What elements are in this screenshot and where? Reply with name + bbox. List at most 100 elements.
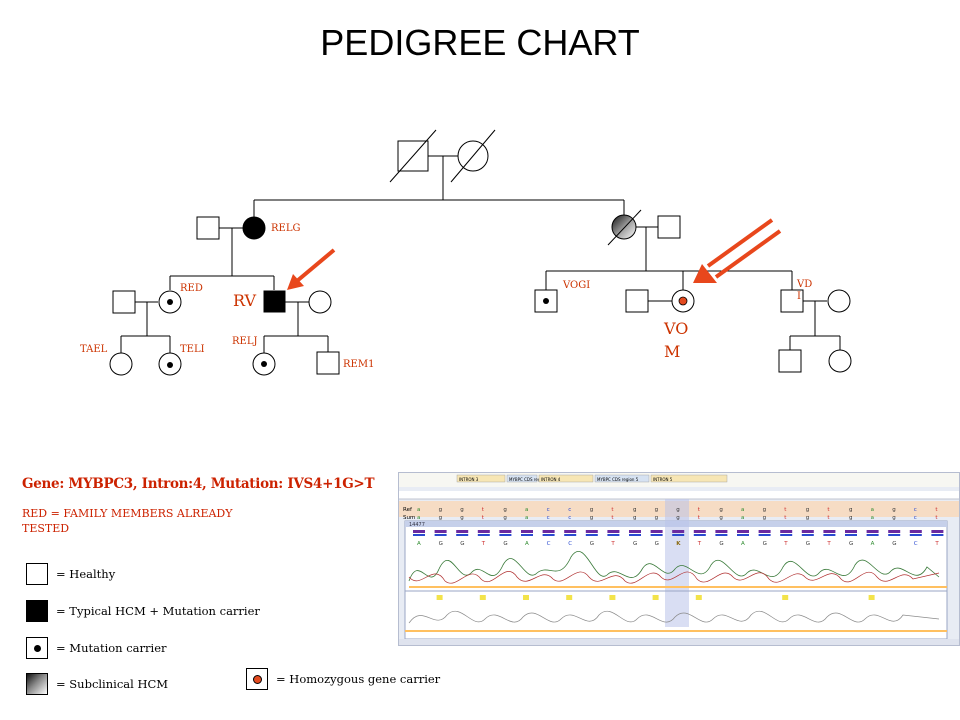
variant-marker — [479, 595, 486, 600]
track-label: 14477 — [409, 522, 425, 528]
quality-bar — [564, 530, 577, 533]
ref-base: g — [763, 507, 767, 513]
quality-bar — [413, 530, 425, 533]
quality-bar — [780, 534, 793, 536]
sum-base: a — [417, 515, 420, 521]
ref-base: a — [741, 507, 744, 513]
tael-circle — [109, 352, 133, 376]
sum-base: t — [827, 515, 830, 521]
legend-homozygous-text: = Homozygous gene carrier — [276, 672, 441, 686]
read-base: G — [655, 541, 659, 547]
gene-mutation-info: Gene: MYBPC3, Intron:4, Mutation: IVS4+1… — [22, 476, 375, 492]
read-base: A — [871, 541, 875, 547]
legend-typical: = Typical HCM + Mutation carrier — [26, 600, 260, 622]
ref-base: a — [525, 507, 528, 513]
quality-bar — [499, 534, 512, 536]
quality-bar — [629, 534, 641, 536]
quality-bar — [456, 534, 469, 536]
sum-base: g — [849, 515, 853, 521]
quality-bar — [521, 530, 533, 533]
quality-bar — [823, 534, 836, 536]
ref-base: g — [633, 507, 637, 513]
quality-bar — [650, 534, 663, 536]
label-red: RED — [180, 283, 203, 294]
region-box — [506, 474, 538, 483]
label-tael: TAEL — [80, 344, 108, 355]
ref-base: g — [460, 507, 464, 513]
quality-bar — [521, 534, 533, 536]
quality-bar — [909, 530, 922, 533]
ref-base: g — [719, 507, 723, 513]
vdi-son-square — [778, 349, 802, 373]
carrier-dot — [167, 362, 173, 368]
rem1-square — [316, 351, 340, 375]
quality-bar — [737, 534, 749, 536]
vdi-spouse-circle — [827, 289, 851, 313]
sum-base: g — [719, 515, 723, 521]
homozygous-arrow — [693, 218, 782, 283]
quality-bar — [607, 534, 620, 536]
quality-bar — [845, 534, 857, 536]
ref-base: g — [655, 507, 659, 513]
region-label: INTRON 3 — [459, 477, 479, 482]
ref-base: g — [676, 507, 680, 513]
legend-healthy: = Healthy — [26, 563, 115, 585]
vdi-square — [780, 289, 804, 313]
legend-carrier: = Mutation carrier — [26, 637, 167, 659]
quality-bar — [650, 530, 663, 533]
rv-spouse-circle — [308, 290, 332, 314]
quality-bar — [413, 534, 425, 536]
ref-base: c — [914, 507, 917, 513]
variant-marker — [523, 595, 529, 600]
quality-bar — [888, 534, 901, 536]
read-base: G — [460, 541, 464, 547]
quality-bar — [434, 534, 447, 536]
read-base: G — [892, 541, 896, 547]
sum-base: c — [568, 515, 571, 521]
label-vom-line1: VO — [663, 319, 688, 338]
quality-bar — [845, 530, 857, 533]
sum-base: a — [871, 515, 874, 521]
ref-base: g — [849, 507, 853, 513]
quality-bar — [629, 530, 641, 533]
sum-base: g — [655, 515, 659, 521]
ref-base: g — [806, 507, 810, 513]
sum-base: t — [611, 515, 614, 521]
deceased-slash — [607, 209, 642, 246]
ref-base: t — [482, 507, 485, 513]
region-box — [594, 474, 650, 483]
read-base: G — [590, 541, 594, 547]
quality-bar — [758, 530, 771, 533]
sum-row-label: Sum — [403, 515, 415, 521]
ref-row-label: Ref — [403, 507, 413, 513]
filled-square-icon — [26, 600, 48, 622]
label-rem1: REM1 — [343, 359, 374, 370]
sum-base: g — [892, 515, 896, 521]
quality-bar — [585, 534, 598, 536]
ref-base: g — [439, 507, 443, 513]
gradient-square-icon — [26, 673, 48, 695]
ref-base: t — [698, 507, 701, 513]
ref-base: g — [892, 507, 896, 513]
read-base: T — [934, 541, 939, 547]
quality-bar — [715, 534, 728, 536]
sum-base: g — [763, 515, 767, 521]
quality-bar — [693, 534, 706, 536]
sum-base: t — [784, 515, 787, 521]
proband-arrow — [287, 248, 336, 290]
region-box — [456, 474, 506, 483]
quality-bar — [758, 534, 771, 536]
region-label: INTRON 4 — [541, 477, 561, 482]
homozygous-dot — [678, 296, 688, 306]
legend-healthy-text: = Healthy — [56, 567, 116, 581]
vom-spouse-square — [625, 289, 649, 313]
quality-bar — [607, 530, 620, 533]
read-base: A — [525, 541, 529, 547]
ref-base: t — [827, 507, 830, 513]
sum-base: a — [525, 515, 528, 521]
quality-bar — [434, 530, 447, 533]
sum-base: c — [914, 515, 917, 521]
carrier-dot — [261, 361, 267, 367]
